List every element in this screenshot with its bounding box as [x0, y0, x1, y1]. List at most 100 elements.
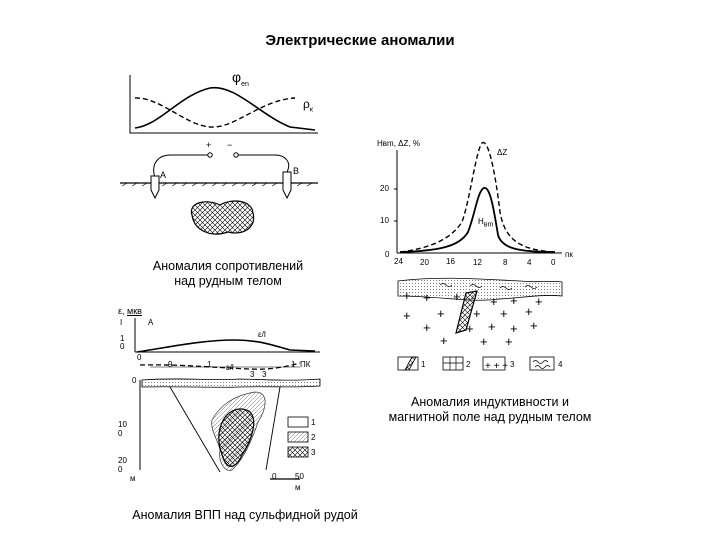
plus-label: + [206, 140, 212, 150]
ipp-graph [134, 318, 320, 370]
svg-text:+: + [488, 319, 496, 334]
induction-y-label: Hвm, ΔZ, % [377, 139, 420, 148]
svg-text:+: + [473, 306, 481, 321]
svg-text:+: + [437, 306, 445, 321]
ipp-curve-label-bottom: ε/I [226, 363, 235, 372]
ipp-caption: Аномалия ВПП над сульфидной рудой [132, 508, 358, 522]
svg-text:+: + [423, 290, 431, 305]
y-tick-20: 20 [380, 184, 389, 193]
ipp-x-unit: ПК [300, 360, 311, 369]
svg-text:+: + [440, 333, 448, 348]
x-tick-24: 24 [394, 257, 403, 266]
ipp-legend-1: 1 [311, 418, 316, 427]
ipp-x-tick-3a: 3 [250, 370, 255, 379]
svg-text:+: + [525, 304, 533, 319]
svg-text:+: + [530, 318, 538, 333]
x-tick-16: 16 [446, 257, 455, 266]
svg-text:+: + [535, 294, 543, 309]
h-curve [399, 187, 556, 253]
y-tick-0: 0 [385, 250, 390, 259]
ipp-curve-upper [136, 339, 316, 353]
phi-curve [134, 86, 316, 131]
y-tick-10: 10 [380, 216, 389, 225]
bedrock-crosses: +++ +++ +++ ++ +++ ++ +++ [403, 288, 543, 349]
svg-text:+ + +: + + + [485, 361, 508, 372]
ipp-legend-3: 3 [311, 448, 316, 457]
induction-legend: + + + [397, 356, 555, 372]
dz-curve [399, 141, 556, 253]
ipp-overburden [141, 378, 321, 388]
ipp-x-tick-9: 9 [168, 360, 173, 369]
svg-text:+: + [453, 289, 461, 304]
x-tick-8: 8 [503, 258, 508, 267]
overburden [397, 277, 563, 301]
ipp-depth-20: 20 0 [118, 456, 127, 474]
ipp-fault-left [169, 386, 221, 473]
scale-50: 50 [295, 472, 304, 481]
ipp-x-tick-1: 1 [207, 360, 212, 369]
ipp-tick-0: 0 [120, 342, 125, 351]
ipp-curve-lower [139, 362, 301, 370]
induction-section: +++ +++ +++ ++ +++ ++ +++ [397, 277, 563, 349]
ipp-x-tick-3b: 3 [262, 370, 267, 379]
ipp-legend [287, 416, 309, 458]
svg-text:+: + [466, 321, 474, 336]
ipp-depth-unit: м [130, 474, 136, 483]
ipp-ore-body [218, 408, 255, 467]
x-unit: пк [565, 250, 573, 259]
svg-text:+: + [423, 320, 431, 335]
ipp-curve-label-top: ε/I [258, 330, 267, 339]
x-tick-12: 12 [473, 258, 482, 267]
ipp-legend-2: 2 [311, 433, 316, 442]
legend-1: 1 [421, 360, 426, 369]
svg-text:+: + [505, 334, 513, 349]
ipp-y-frac: I [120, 318, 123, 327]
induction-caption: Аномалия индуктивности и магнитной поле … [388, 395, 592, 424]
scale-0: 0 [272, 472, 277, 481]
circuit-wire [153, 154, 290, 179]
electrode-b-label: B [293, 166, 300, 176]
electrode-b [282, 171, 292, 200]
minus-label: − [227, 140, 233, 150]
ipp-x-tick-1b: 1 [291, 360, 296, 369]
ipp-section [139, 378, 321, 480]
scale-unit: м [295, 483, 301, 492]
ipp-depth-0: 0 [132, 376, 137, 385]
phi-label: φen [232, 69, 249, 88]
ipp-fault-right [265, 386, 281, 471]
slide-title: Электрические аномалии [265, 32, 455, 49]
svg-text:+: + [403, 288, 411, 303]
legend-3: 3 [510, 360, 515, 369]
dz-label: ΔZ [497, 148, 508, 157]
svg-text:+: + [480, 334, 488, 349]
svg-text:+: + [403, 308, 411, 323]
svg-text:+: + [490, 294, 498, 309]
electrode-a [150, 175, 160, 200]
terminal-plus [207, 152, 213, 158]
resistivity-graph [129, 75, 318, 134]
ore-vein [455, 290, 478, 334]
electrode-a-label: A [160, 170, 167, 180]
resistivity-caption: Аномалия сопротивлений над рудным телом [152, 259, 304, 288]
x-tick-0: 0 [551, 258, 556, 267]
ipp-y-unit: A [148, 318, 154, 327]
ipp-x-tick-0: 0 [137, 353, 142, 362]
rho-label: ρк [303, 97, 313, 114]
x-tick-20: 20 [420, 258, 429, 267]
svg-text:+: + [500, 306, 508, 321]
ipp-depth-10: 10 0 [118, 420, 127, 438]
svg-text:+: + [510, 293, 518, 308]
svg-text:+: + [510, 321, 518, 336]
resistivity-axis [129, 75, 318, 134]
induction-graph [394, 141, 562, 254]
x-tick-4: 4 [527, 258, 532, 267]
ipp-tick-1: 1 [120, 334, 125, 343]
ground-hatch [121, 182, 313, 187]
rho-curve [134, 97, 296, 128]
terminal-minus [233, 152, 239, 158]
ore-body-resistivity [190, 200, 255, 235]
electrode-circuit [120, 152, 318, 235]
legend-4: 4 [558, 360, 563, 369]
